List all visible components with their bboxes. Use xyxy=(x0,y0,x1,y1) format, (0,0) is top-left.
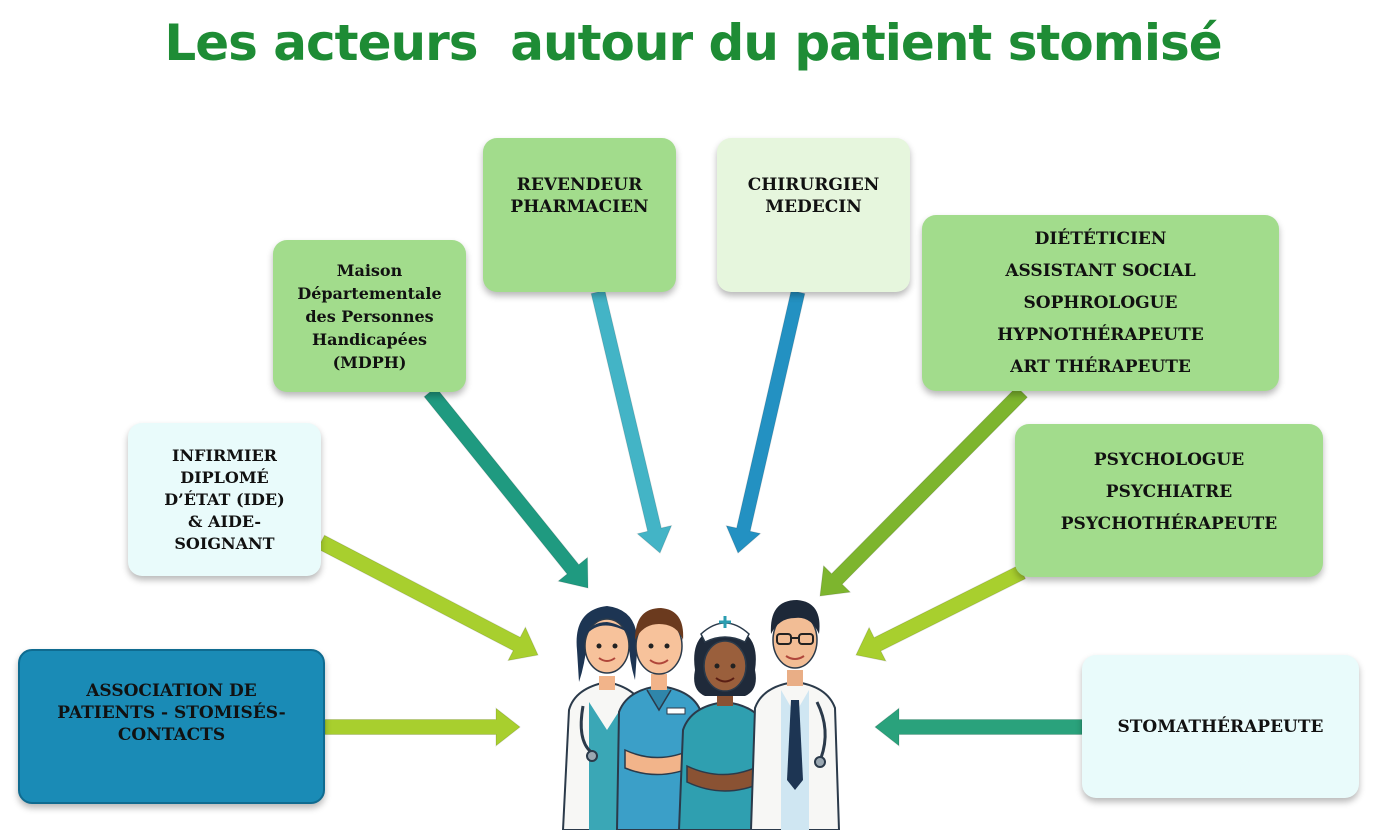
arrow-from-chirurgien xyxy=(725,289,806,554)
box-text-line: D’ÉTAT (IDE) xyxy=(164,489,285,509)
box-text-line: PATIENTS - STOMISÉS- xyxy=(57,702,286,723)
page-title: Les acteurs autour du patient stomisé xyxy=(164,14,1222,72)
box-text-line: Handicapées xyxy=(311,329,428,349)
box-text-line: & AIDE- xyxy=(188,511,261,531)
box-text: DIÉTÉTICIEN ASSISTANT SOCIAL SOPHROLOGUE HY… xyxy=(997,223,1204,383)
box-psychologue: PSYCHOLOGUE PSYCHIATRE PSYCHOTHÉRAPEUTE xyxy=(1015,424,1323,577)
box-text-line: PHARMACIEN xyxy=(510,197,649,217)
nurse-woman-figure xyxy=(677,616,773,830)
box-text-line: (MDPH) xyxy=(332,352,407,372)
box-text-line: SOPHROLOGUE xyxy=(1023,293,1178,313)
box-text-line: REVENDEUR xyxy=(516,175,643,195)
box-text: PSYCHOLOGUE PSYCHIATRE PSYCHOTHÉRAPEUTE xyxy=(1061,444,1277,540)
box-text-line: ASSISTANT SOCIAL xyxy=(1005,261,1196,281)
arrow-from-stomatherapeute xyxy=(874,707,1083,747)
box-text-line: DIPLOMÉ xyxy=(180,467,269,487)
box-text-line: ASSOCIATION DE xyxy=(86,680,257,701)
box-text-line: CHIRURGIEN xyxy=(747,175,880,195)
box-stomatherapeute: STOMATHÉRAPEUTE xyxy=(1082,655,1359,798)
box-text-line: PSYCHOTHÉRAPEUTE xyxy=(1060,513,1278,534)
box-text: STOMATHÉRAPEUTE xyxy=(1118,716,1324,738)
arrow-from-association xyxy=(324,707,521,747)
arrow-from-dieteticien xyxy=(819,385,1029,597)
box-text-line: Départementale xyxy=(297,283,442,303)
box-text-line: STOMATHÉRAPEUTE xyxy=(1117,716,1324,737)
box-text-line: DIÉTÉTICIEN xyxy=(1034,229,1167,249)
box-text-line: CONTACTS xyxy=(117,724,226,745)
box-text-line: Maison xyxy=(336,260,403,280)
box-text-line: MEDECIN xyxy=(765,197,862,217)
box-text-line: HYPNOTHÉRAPEUTE xyxy=(997,325,1204,345)
box-text-line: ART THÉRAPEUTE xyxy=(1010,357,1191,377)
box-dieteticien-social: DIÉTÉTICIEN ASSISTANT SOCIAL SOPHROLOGUE HY… xyxy=(922,215,1279,391)
box-text-line: des Personnes xyxy=(305,306,434,326)
caregivers-group-illustration xyxy=(561,600,840,830)
box-text-line: PSYCHIATRE xyxy=(1105,481,1233,502)
box-text-line: SOIGNANT xyxy=(174,533,275,553)
arrow-from-revendeur xyxy=(590,289,673,554)
arrow-from-psychologue xyxy=(855,564,1027,662)
arrow-from-infirmier xyxy=(316,534,539,662)
doctor-man-figure xyxy=(749,600,840,830)
box-text-line: PSYCHOLOGUE xyxy=(1093,449,1245,470)
arrow-from-mdph xyxy=(423,386,589,589)
box-text-line: INFIRMIER xyxy=(172,445,277,465)
